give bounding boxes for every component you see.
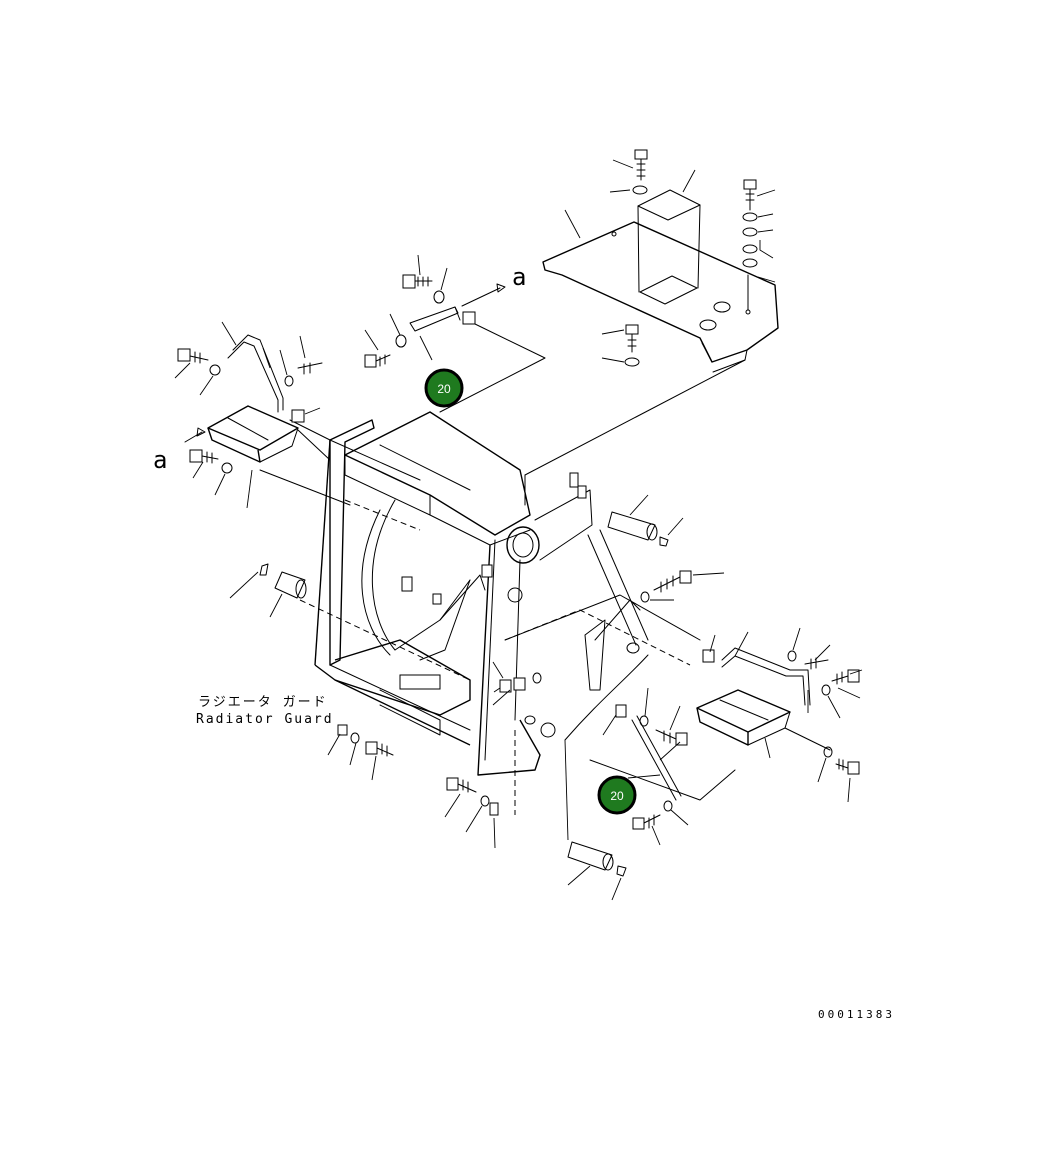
right-step-box (696, 627, 863, 803)
left-step-box (174, 321, 421, 509)
reference-mark-left: a (153, 446, 167, 474)
caption-en: Radiator Guard (196, 712, 334, 727)
caption-jp: ラジエータ ガード (198, 695, 328, 710)
reference-mark-top: a (512, 263, 526, 291)
right-stay-bolts (602, 570, 725, 846)
lower-frame-bolts (327, 661, 542, 849)
drawing-number: 00011383 (818, 1008, 895, 1021)
callout-marker-bottom[interactable]: 20 (597, 775, 637, 815)
link-arm-top (364, 254, 546, 413)
callout-marker-top[interactable]: 20 (424, 368, 464, 408)
leader-lines-top (564, 159, 776, 363)
top-bolts (624, 149, 758, 367)
callout-label: 20 (437, 382, 451, 396)
callout-label: 20 (610, 789, 624, 803)
top-cover-plate (542, 189, 779, 373)
pins-rollers (229, 494, 684, 901)
radiator-guard-frame (299, 359, 746, 815)
